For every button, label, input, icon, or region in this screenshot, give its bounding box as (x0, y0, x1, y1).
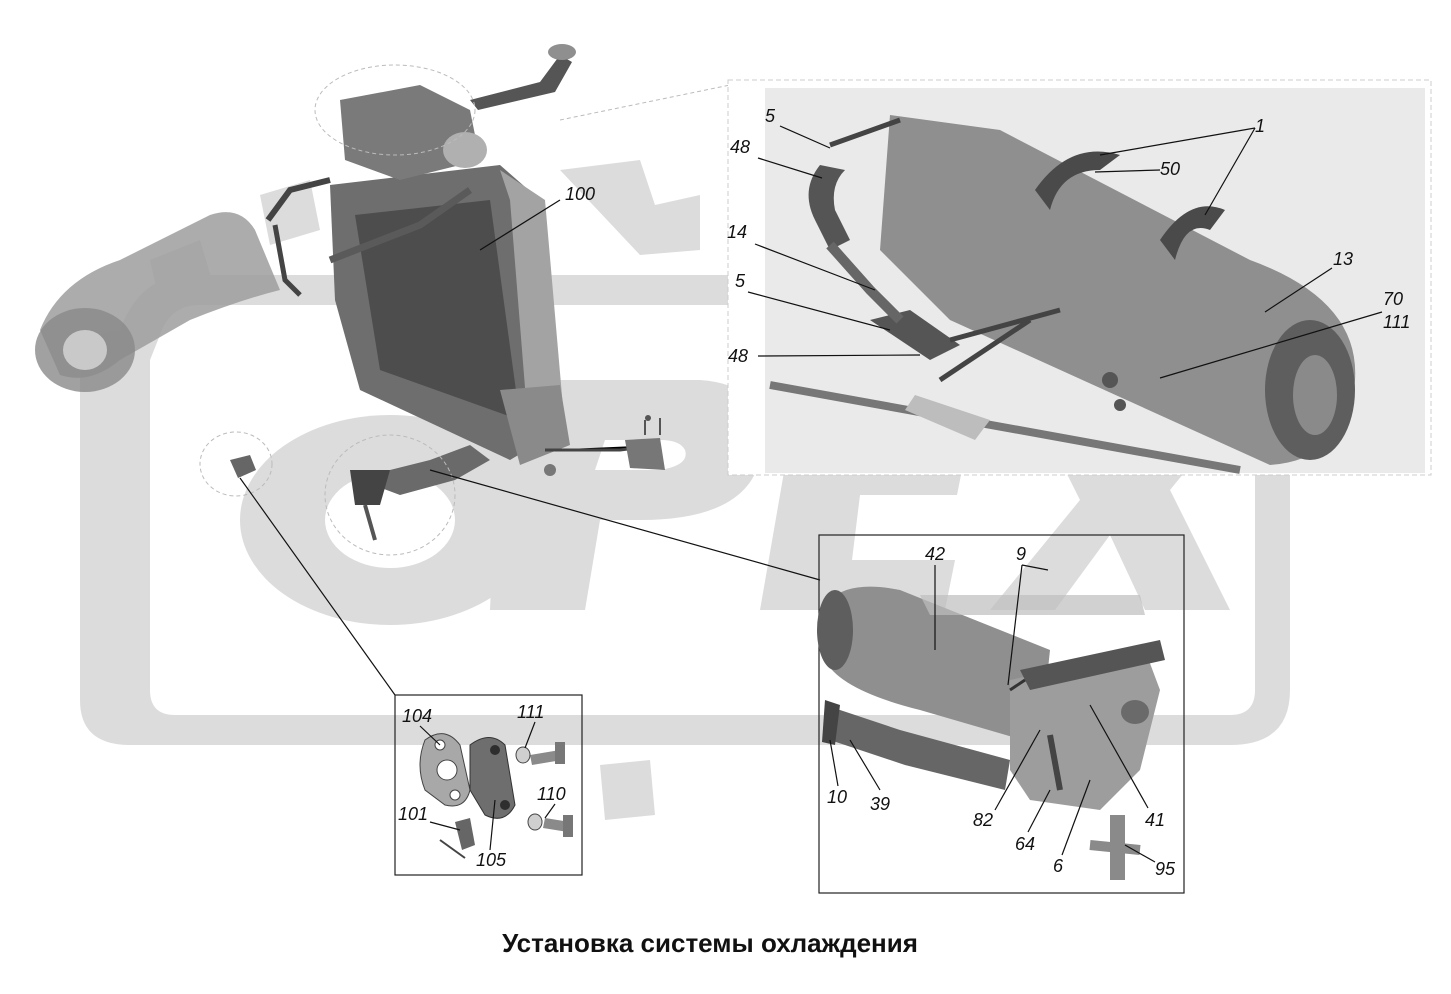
callouts-detail-bottom-left: 104 111 110 101 105 (398, 702, 566, 870)
svg-text:13: 13 (1333, 249, 1353, 269)
sensor-fitting (230, 455, 256, 478)
svg-text:5: 5 (765, 106, 776, 126)
filler-pipe (470, 55, 572, 110)
svg-text:39: 39 (870, 794, 890, 814)
detail-bottom-right (817, 534, 1185, 894)
svg-text:10: 10 (827, 787, 847, 807)
svg-text:105: 105 (476, 850, 507, 870)
bolt-upper (530, 750, 562, 765)
connector-lines (239, 84, 821, 696)
sensor-101 (455, 818, 475, 850)
detail-bottom-left (394, 694, 583, 876)
callouts-detail-bottom-right: 42 9 10 39 82 64 6 41 95 (827, 544, 1176, 879)
svg-text:9: 9 (1016, 544, 1026, 564)
side-tube (265, 177, 331, 222)
svg-text:41: 41 (1145, 810, 1165, 830)
hose-48-lower (870, 310, 960, 360)
svg-text:14: 14 (727, 222, 747, 242)
expansion-tank-detail (880, 115, 1356, 465)
callout-100: 100 (479, 184, 595, 251)
svg-text:42: 42 (925, 544, 945, 564)
svg-text:101: 101 (398, 804, 428, 824)
svg-text:104: 104 (402, 706, 432, 726)
pipe-42 (825, 586, 1050, 745)
detail-top-right (727, 79, 1432, 476)
svg-text:110: 110 (537, 784, 566, 804)
svg-text:111: 111 (1383, 312, 1410, 332)
hose-39 (825, 705, 1010, 790)
main-assembly (35, 44, 665, 556)
svg-text:48: 48 (728, 346, 748, 366)
svg-text:6: 6 (1053, 856, 1064, 876)
lower-hose (360, 445, 490, 495)
svg-text:48: 48 (730, 137, 750, 157)
flange-105 (469, 737, 516, 819)
svg-text:100: 100 (565, 184, 595, 204)
hose-48-upper (808, 165, 850, 250)
svg-text:111: 111 (517, 702, 544, 722)
tank-strap (1035, 151, 1120, 210)
outlet-housing-6 (1010, 650, 1160, 810)
svg-text:82: 82 (973, 810, 993, 830)
callouts-detail-top: 5 48 14 5 48 1 50 13 70 111 (727, 106, 1410, 379)
svg-text:64: 64 (1015, 834, 1035, 854)
svg-text:50: 50 (1160, 159, 1180, 179)
diagram-title: Установка системы охлаждения (502, 928, 918, 958)
svg-text:95: 95 (1155, 859, 1176, 879)
svg-text:5: 5 (735, 271, 746, 291)
svg-text:70: 70 (1383, 289, 1403, 309)
radiator-bracket (500, 385, 570, 465)
svg-text:1: 1 (1255, 116, 1265, 136)
